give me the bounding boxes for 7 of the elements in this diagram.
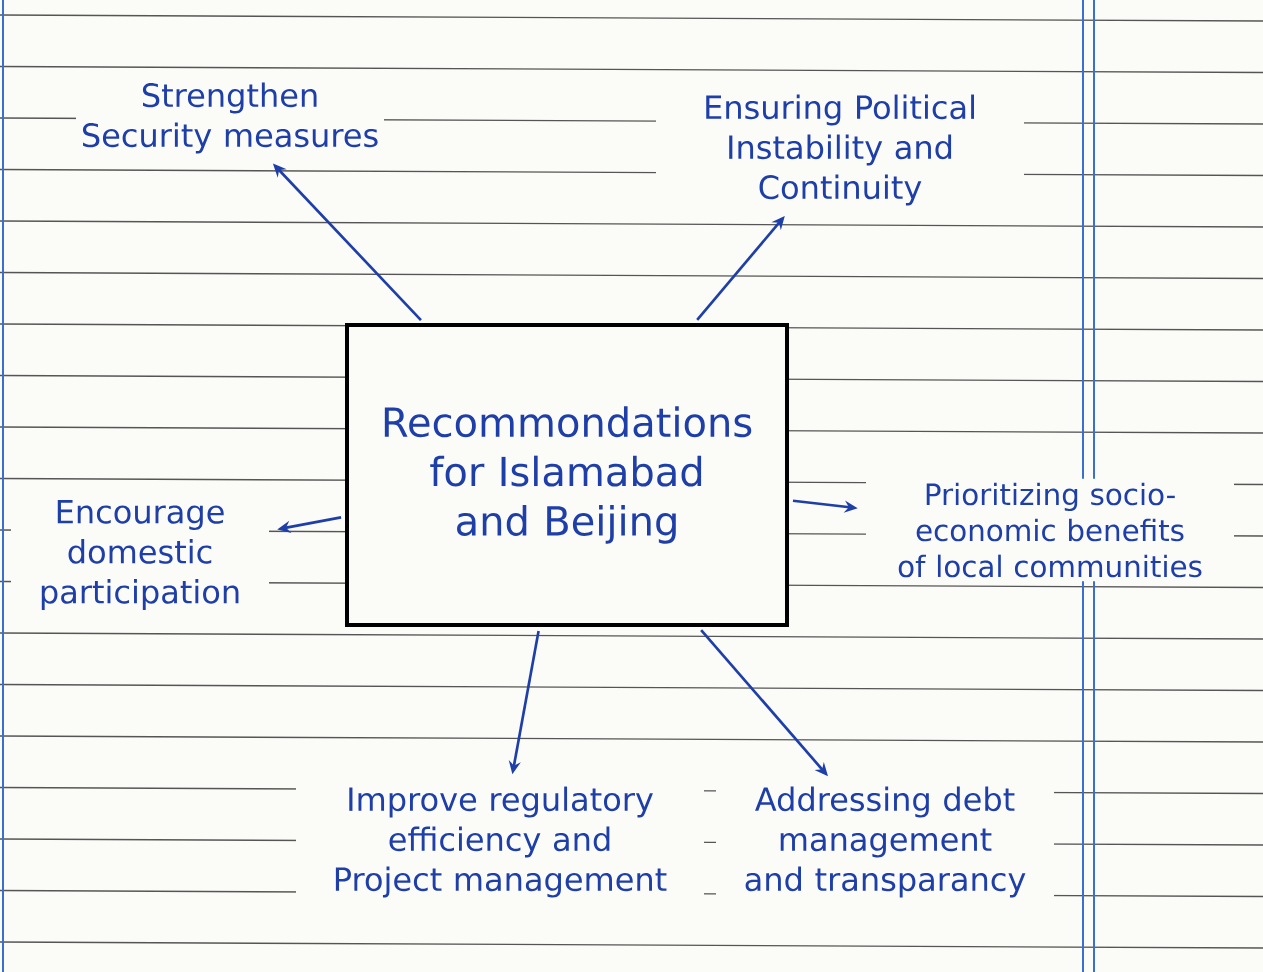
recommendation-text: Prioritizing socio-economic benefits of local communities [866, 478, 1234, 582]
recommendation-text: Encourage domestic participation [11, 496, 269, 614]
recommendation-text: Strengthen Security measures [76, 78, 384, 158]
recommendation-text: Improve regulatory efficiency and Project management [296, 782, 704, 902]
recommendation-text: Ensuring Political Instability and Continuity [656, 90, 1024, 210]
recommendation-text: Addressing debt management and transparancy [716, 782, 1054, 902]
recommendation-box: Recommondations for Islamabad and Beijing [345, 323, 789, 627]
